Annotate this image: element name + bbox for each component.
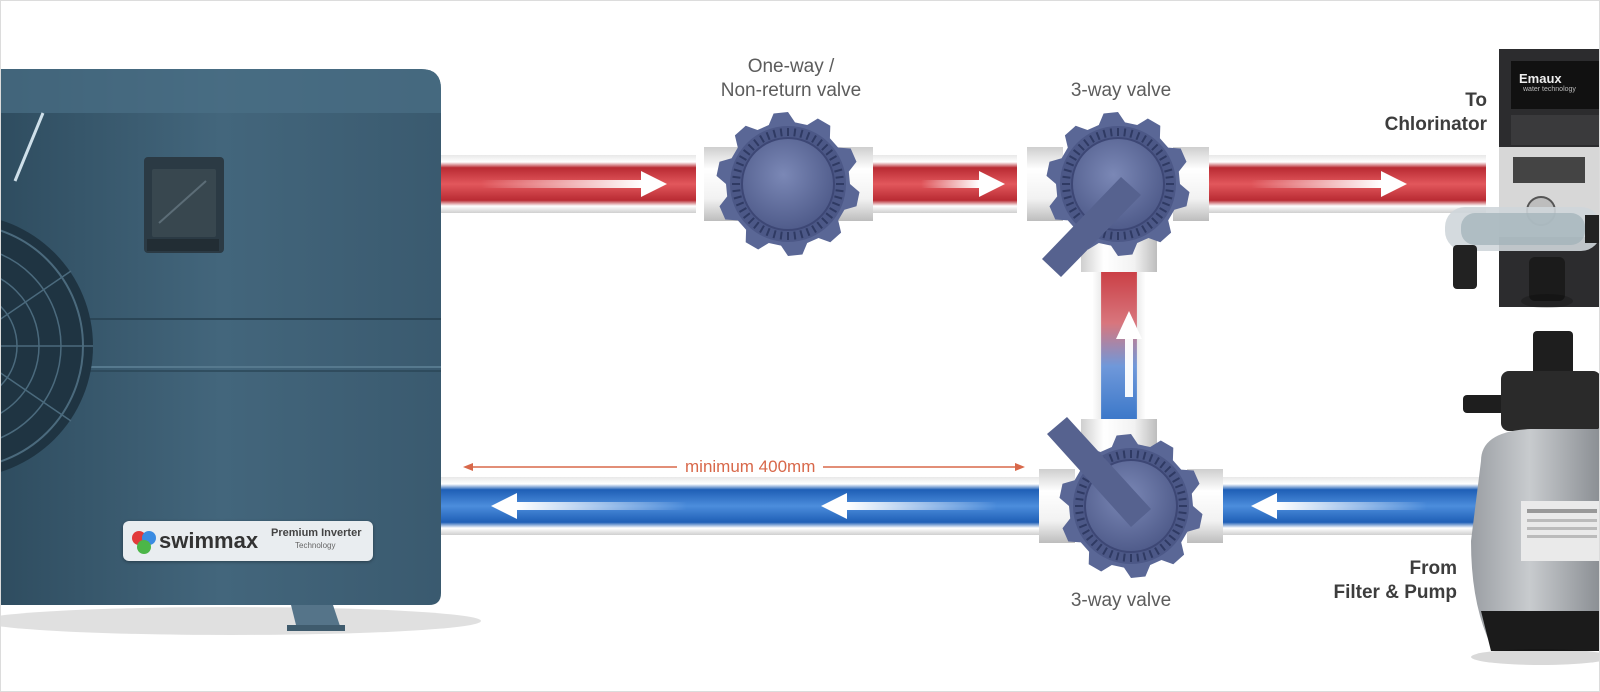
valve-face (741, 137, 835, 231)
flow-arrows (481, 171, 1427, 519)
brand-tagline: Premium Inverter (271, 527, 362, 539)
control-panel (144, 157, 224, 253)
from-filter-pump-label: From Filter & Pump (1333, 558, 1457, 603)
swimmax-logo-icon (132, 531, 156, 554)
to-chlorinator-label: To Chlorinator (1384, 90, 1487, 135)
three-way-valve-top-label: 3-way valve (1070, 80, 1172, 101)
three-way-valve-top (1027, 112, 1209, 277)
one-way-valve-label: One-way / Non-return valve (720, 56, 862, 101)
three-way-valve-bottom-label: 3-way valve (1070, 590, 1172, 611)
fan-grille (1, 220, 93, 472)
chlorinator (1445, 49, 1599, 308)
heat-pump-brand-badge: swimmax Premium Inverter Technology (123, 521, 373, 561)
three-way-valve-bottom (1039, 417, 1223, 578)
brand-name: swimmax (159, 528, 259, 553)
one-way-valve (704, 112, 873, 256)
chlorinator-subtext: water technology (1523, 86, 1576, 93)
sand-filter (1463, 331, 1599, 665)
heat-pump (1, 69, 481, 635)
chlorinator-brand: Emaux (1519, 71, 1562, 86)
valve-ridges (732, 128, 844, 240)
minimum-distance-label: minimum 400mm (677, 457, 824, 477)
brand-subtag: Technology (295, 541, 336, 550)
bypass-pipe (1093, 263, 1145, 435)
